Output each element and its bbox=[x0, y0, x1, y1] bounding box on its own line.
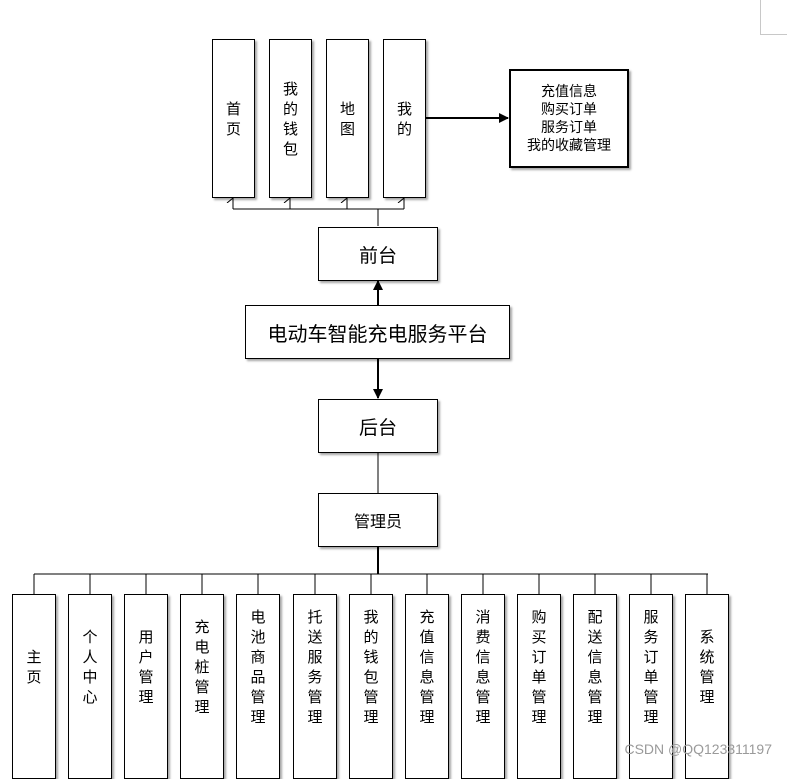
back-module-box: 购买订单管理 bbox=[517, 594, 561, 779]
watermark: CSDN @QQ123311197 bbox=[624, 741, 772, 757]
page-corner-mark bbox=[760, 0, 787, 35]
my-details-box: 充值信息 购买订单 服务订单 我的收藏管理 bbox=[509, 69, 629, 168]
back-module-label: 充值信息管理 bbox=[419, 607, 435, 726]
backend-node: 后台 bbox=[318, 399, 438, 453]
back-module-label: 消费信息管理 bbox=[475, 607, 491, 726]
platform-node: 电动车智能充电服务平台 bbox=[245, 305, 510, 359]
back-module-box: 配送信息管理 bbox=[573, 594, 617, 779]
back-module-box: 主页 bbox=[12, 594, 56, 779]
frontend-node: 前台 bbox=[318, 227, 438, 281]
back-module-box: 用户管理 bbox=[124, 594, 168, 779]
front-module-label: 首页 bbox=[225, 99, 241, 138]
frontend-label: 前台 bbox=[358, 244, 397, 267]
back-module-box: 我的钱包管理 bbox=[349, 594, 393, 779]
back-module-label: 购买订单管理 bbox=[531, 607, 547, 726]
back-module-label: 配送信息管理 bbox=[587, 607, 603, 726]
back-module-box: 系统管理 bbox=[685, 594, 729, 779]
back-module-label: 主页 bbox=[26, 647, 42, 686]
front-module-mine: 我的 bbox=[383, 39, 426, 198]
platform-title: 电动车智能充电服务平台 bbox=[267, 321, 488, 346]
back-module-box: 消费信息管理 bbox=[461, 594, 505, 779]
back-module-box: 电池商品管理 bbox=[236, 594, 280, 779]
back-module-label: 我的钱包管理 bbox=[363, 607, 379, 726]
back-module-box: 服务订单管理 bbox=[629, 594, 673, 779]
back-module-label: 服务订单管理 bbox=[643, 607, 659, 726]
back-module-box: 托送服务管理 bbox=[293, 594, 337, 779]
back-module-label: 用户管理 bbox=[138, 627, 154, 706]
back-module-label: 系统管理 bbox=[699, 627, 715, 706]
admin-node: 管理员 bbox=[318, 493, 438, 547]
front-module-home: 首页 bbox=[212, 39, 255, 198]
back-module-box: 充电桩管理 bbox=[180, 594, 224, 779]
front-module-label: 地图 bbox=[339, 99, 355, 138]
front-module-label: 我的 bbox=[396, 99, 412, 138]
back-module-box: 充值信息管理 bbox=[405, 594, 449, 779]
back-module-label: 充电桩管理 bbox=[194, 617, 210, 716]
back-module-label: 电池商品管理 bbox=[250, 607, 266, 726]
front-module-wallet: 我的钱包 bbox=[269, 39, 312, 198]
back-module-box: 个人中心 bbox=[68, 594, 112, 779]
backend-label: 后台 bbox=[358, 416, 397, 439]
front-module-label: 我的钱包 bbox=[282, 79, 298, 158]
front-module-map: 地图 bbox=[326, 39, 369, 198]
my-details-text: 充值信息 购买订单 服务订单 我的收藏管理 bbox=[527, 83, 611, 154]
back-module-label: 托送服务管理 bbox=[307, 607, 323, 726]
admin-label: 管理员 bbox=[353, 512, 402, 531]
back-module-label: 个人中心 bbox=[82, 627, 98, 706]
